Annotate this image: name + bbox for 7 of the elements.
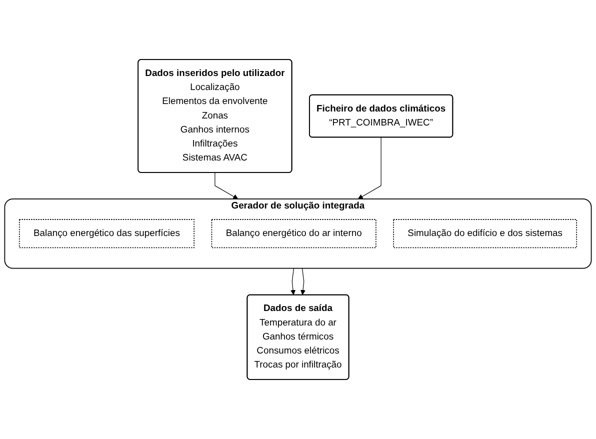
arrow — [290, 268, 296, 295]
arrow — [214, 172, 238, 200]
arrow — [358, 136, 382, 200]
node-box: Balanço energético do ar interno — [211, 219, 376, 248]
node-box: Balanço energético das superfícies — [18, 219, 195, 248]
node-box: Simulação do edifício e dos sistemas — [393, 219, 578, 248]
arrow — [300, 268, 306, 295]
